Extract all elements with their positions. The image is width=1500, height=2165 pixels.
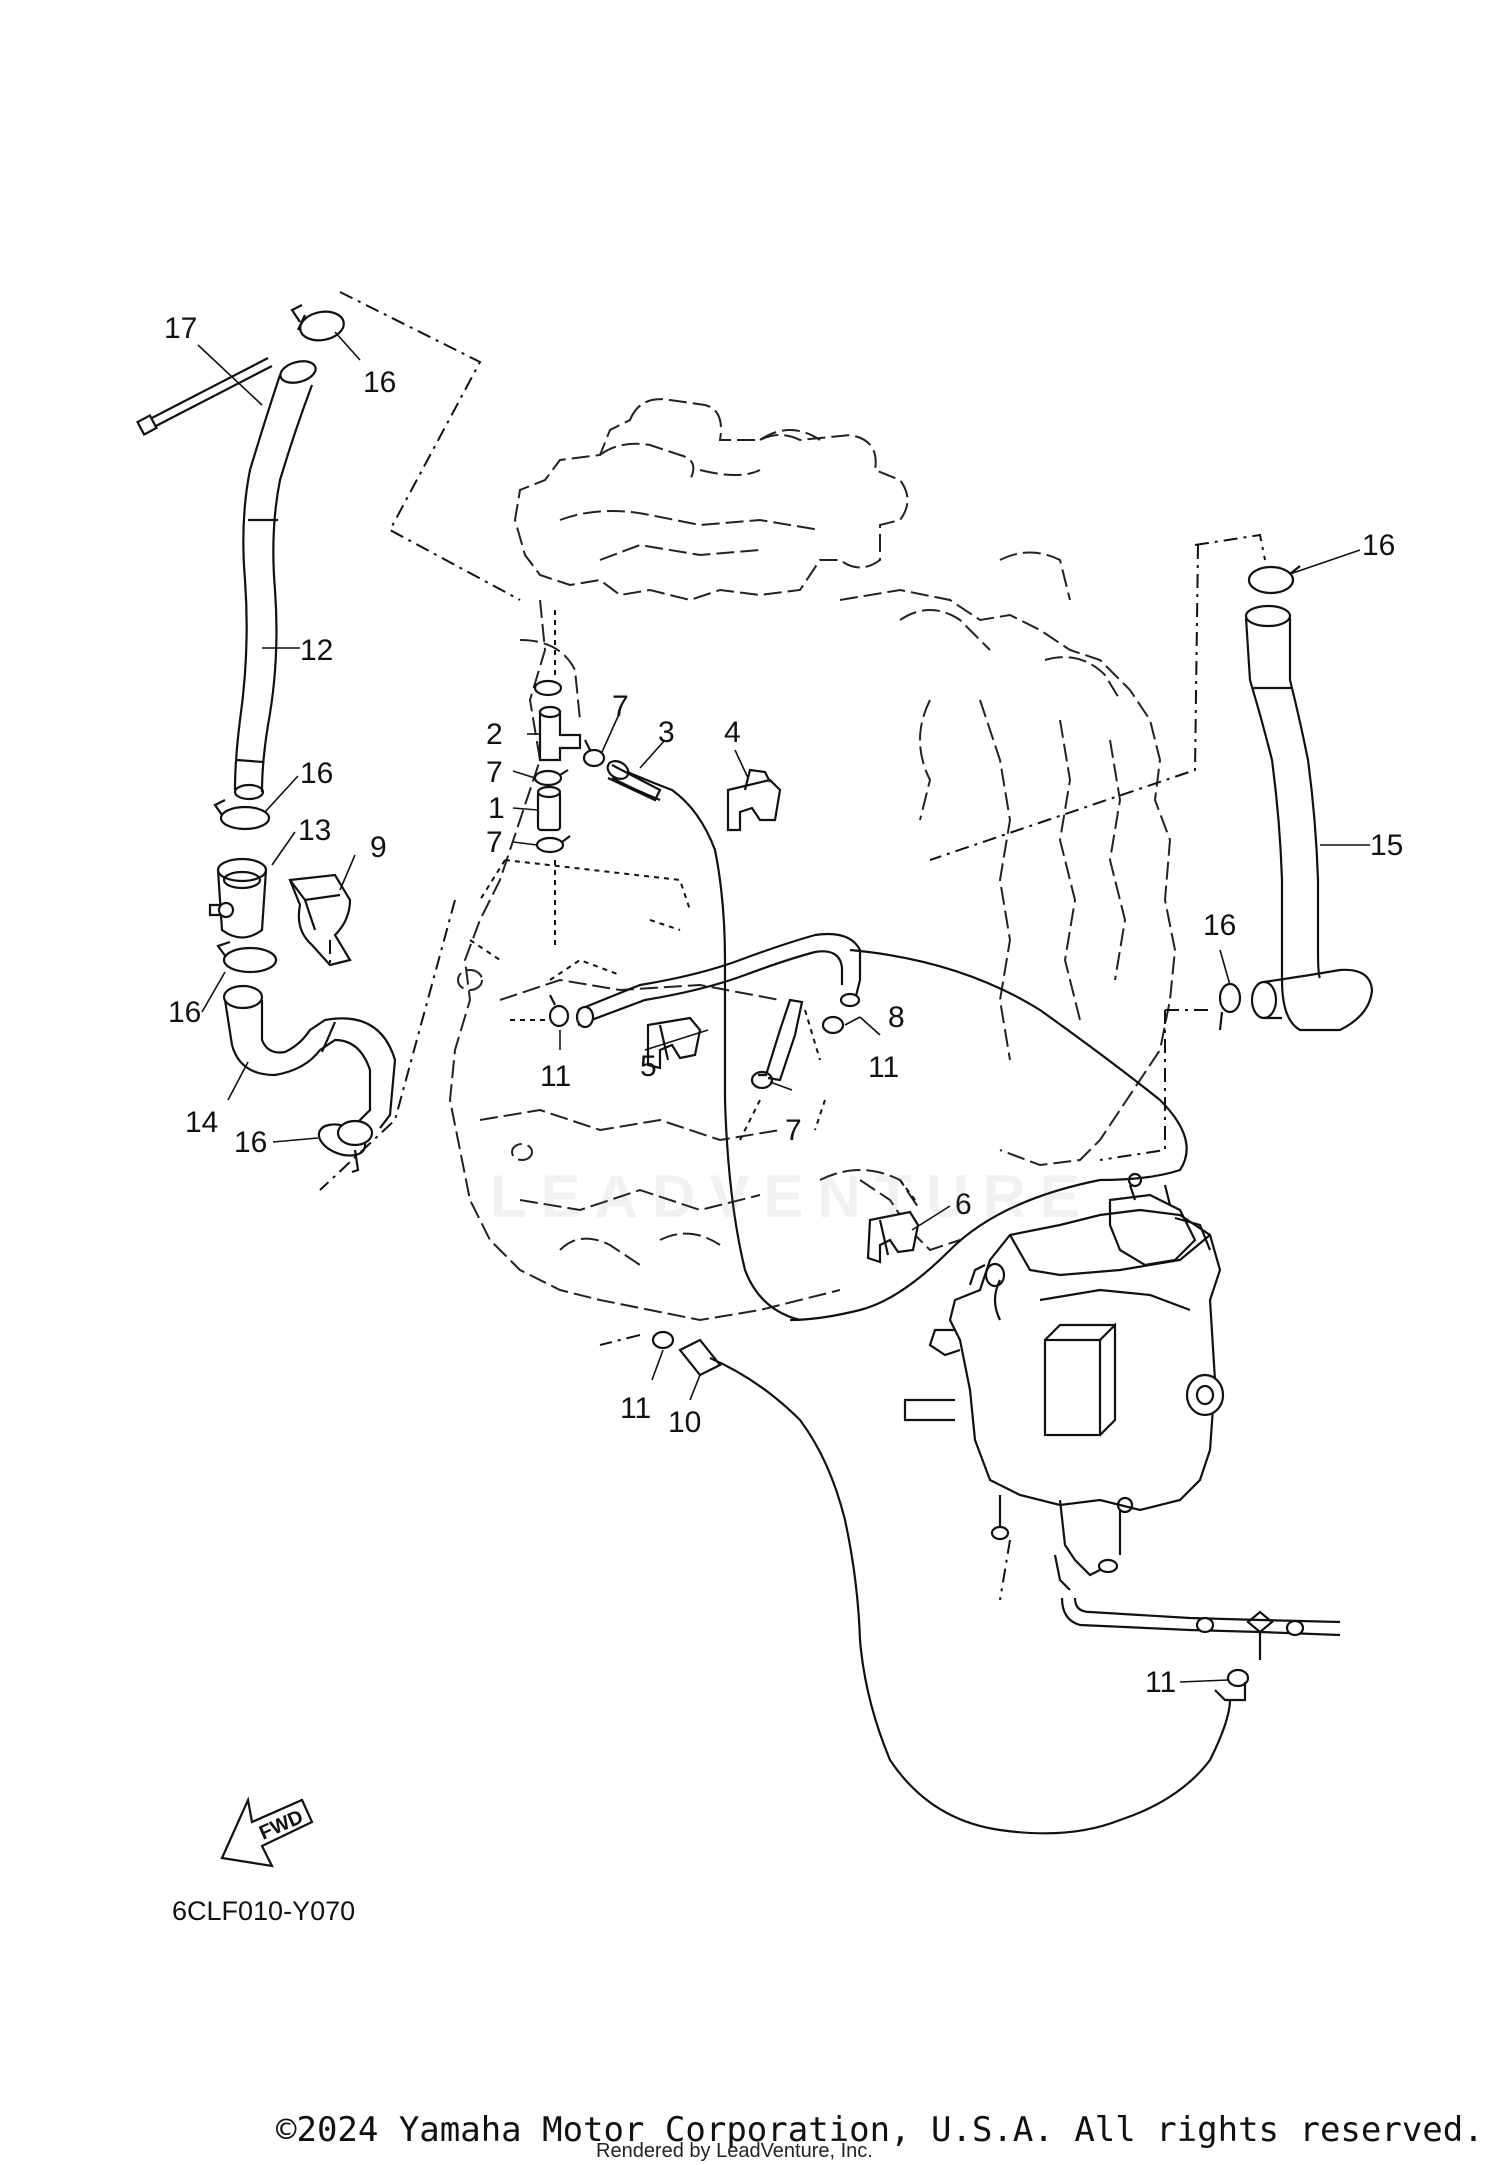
callout-3: 3 [658,716,675,749]
clamp-11-lower [651,1330,675,1350]
callout-14: 14 [185,1106,218,1139]
callout-5: 5 [640,1050,657,1083]
callout-11-left: 11 [540,1060,571,1093]
callout-4: 4 [724,716,741,749]
callout-11-mid: 11 [868,1051,899,1084]
copyright-notice: ©2024 Yamaha Motor Corporation, U.S.A. A… [276,2110,1484,2150]
engine-block-drawing [448,398,1177,1322]
hose-15-drawing [1244,604,1374,1032]
hose-3-drawing [606,760,801,1322]
holder-4-drawing [726,768,782,832]
callout-16-top-right: 16 [1362,529,1395,562]
callout-15: 15 [1370,829,1403,862]
callout-6: 6 [955,1188,972,1221]
callout-7-a: 7 [486,756,503,789]
callout-7-b: 7 [486,826,503,859]
callout-11-right: 11 [1145,1666,1176,1699]
holder-9-drawing [288,873,352,967]
callout-1: 1 [488,792,505,825]
callout-17: 17 [164,312,197,345]
hose-10-drawing [678,1338,1247,1835]
clamp-16-mid-left [213,799,271,831]
hose-1-drawing [536,785,562,832]
clamp-7-c [582,739,606,768]
clamp-16-right [1218,982,1242,1031]
callout-12: 12 [300,634,333,667]
callout-16-top-left: 16 [363,366,396,399]
fwd-arrow: FWD [220,1796,314,1868]
holder-5-drawing [646,1016,702,1070]
leader-lines [197,331,1370,1683]
clamp-11-right [1226,1668,1250,1688]
callout-16-right: 16 [1203,909,1236,942]
clamp-7-top [533,679,563,697]
callout-7-d: 7 [785,1114,802,1147]
clamp-11-left [548,994,570,1028]
clamp-7-a [533,769,569,787]
diagram-code: 6CLF010-Y070 [172,1896,356,1926]
callout-16-mid-left: 16 [300,757,333,790]
clamp-7-b [535,835,571,854]
fuel-line-lower-right [1060,1597,1341,1660]
joint-2-drawing [538,705,582,762]
rendered-by-notice: Rendered by LeadVenture, Inc. [596,2140,873,2162]
callout-labels: 17 16 12 16 13 9 16 14 16 2 7 1 7 7 3 4 … [164,312,1403,1699]
callout-7-c: 7 [612,690,629,723]
watermark: LEADVENTURE [490,1163,1095,1230]
reference-lines [319,291,1266,1601]
callout-2: 2 [486,718,503,751]
holder-6-drawing [866,1210,920,1264]
clamp-7-d [750,1070,774,1090]
clamp-16-lower-left [216,940,278,974]
callout-13: 13 [298,814,331,847]
hose-14-drawing [222,984,397,1147]
callout-16-bottom-left: 16 [234,1126,267,1159]
callout-8: 8 [888,1001,905,1034]
hose-12-drawing [233,360,317,801]
vapor-separator-drawing [903,1172,1225,1591]
clamp-11-mid [821,1015,845,1035]
joint-13-drawing [208,857,268,939]
callout-10: 10 [668,1406,701,1439]
callout-9: 9 [370,831,387,864]
cable-tie-17-drawing [136,357,273,436]
callout-16-lower-left: 16 [168,996,201,1029]
callout-11-lower: 11 [620,1392,651,1425]
clamp-16-top-right [1247,565,1301,595]
clamp-16-top-left [290,304,345,342]
hose-8-drawing [575,932,862,1082]
